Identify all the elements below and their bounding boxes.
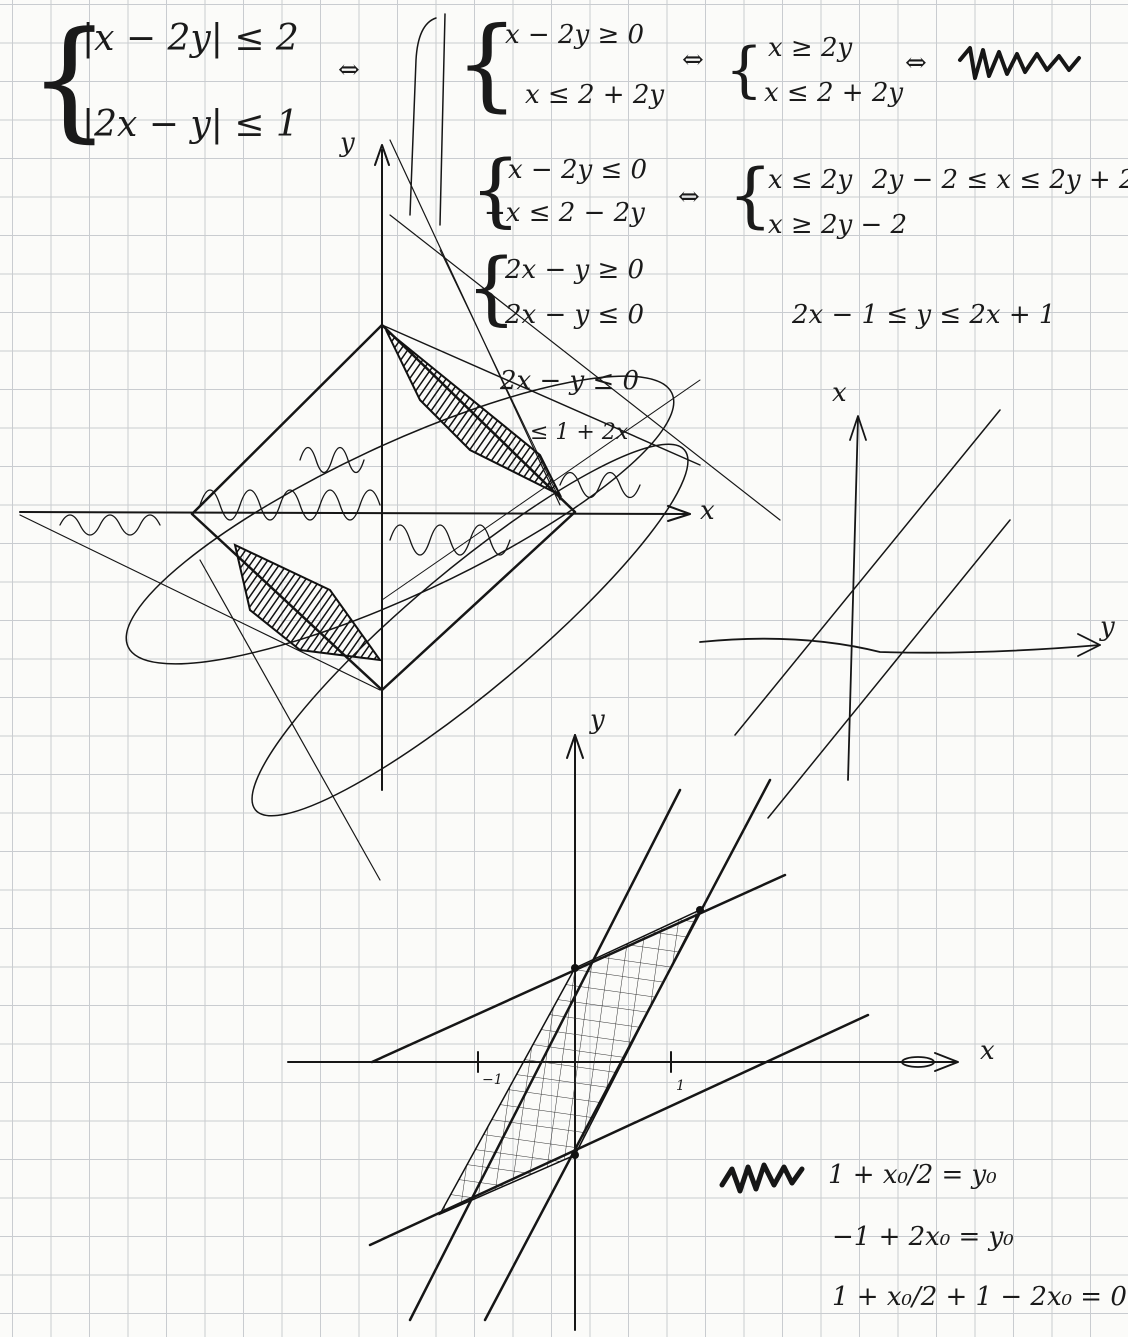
- graph1-ellipse: [251, 443, 689, 817]
- crossed-out-scribble: [719, 1162, 805, 1194]
- graph1-line: [191, 324, 383, 515]
- system-eq1: |x − 2y| ≤ 2: [82, 18, 299, 59]
- graph1-line: [19, 514, 381, 691]
- graph2-line: [734, 409, 1001, 736]
- graph-3: [287, 734, 959, 1331]
- case-c-brace: {: [466, 241, 517, 334]
- graph3-y-label: y: [590, 705, 605, 735]
- case-a-implies-2: ⇔: [905, 48, 927, 78]
- graph1-x-arrow-icon: [667, 505, 691, 522]
- graph3-y-arrow-icon: [566, 734, 584, 759]
- case-a-line1: x − 2y ≥ 0: [505, 20, 645, 50]
- case-c-line2: 2x − y ≤ 0: [505, 300, 645, 330]
- graph3-line-right: [483, 778, 772, 1322]
- system-brace: {: [28, 3, 111, 155]
- graph1-ellipse: [125, 375, 675, 665]
- graph3-scribble: [901, 1056, 935, 1068]
- graph1-scribble: [59, 514, 161, 536]
- graph2-horizontal-axis: [699, 637, 1101, 654]
- case-a-result-brace: {: [725, 35, 764, 105]
- graph1-line: [381, 379, 701, 601]
- equation-3: 1 + x₀/2 + 1 − 2x₀ = 0: [832, 1282, 1127, 1312]
- case-b-implies: ⇔: [678, 182, 700, 212]
- graph3-line-left: [408, 788, 682, 1322]
- graph3-point: [571, 964, 579, 972]
- graph3-x-arrow-icon: [934, 1052, 959, 1072]
- graph2-line: [767, 519, 1011, 819]
- graph2-x-label: x: [832, 378, 847, 408]
- case-b-result-brace: {: [728, 154, 773, 236]
- crossed-out-scribble: [958, 46, 1081, 80]
- graph1-scribble: [199, 489, 381, 521]
- graph2-vertical-arrow-icon: [849, 415, 867, 441]
- graph2-y-label: y: [1100, 612, 1115, 642]
- graph3-point: [696, 906, 704, 914]
- case-b-brace: {: [470, 143, 521, 236]
- equation-1: 1 + x₀/2 = y₀: [828, 1160, 997, 1190]
- graph3-line-lower: [368, 1013, 870, 1247]
- case-a-brace: {: [455, 5, 519, 122]
- graph3-x-label: x: [980, 1036, 995, 1066]
- graph1-x-axis: [19, 511, 691, 515]
- crossed-out-marks: [719, 46, 1081, 1194]
- case-c-line3: 2x − y ≤ 0: [500, 366, 640, 396]
- graph1-shade-lower: [233, 543, 383, 662]
- case-a-line2: x ≤ 2 + 2y: [525, 80, 665, 110]
- graph2-horizontal-arrow-icon: [1077, 633, 1101, 657]
- case-c-line4: ≤ 1 + 2x: [530, 420, 629, 445]
- case-a-result2: x ≤ 2 + 2y: [764, 78, 904, 108]
- graph1-line: [389, 214, 781, 521]
- case-b-line2: −x ≤ 2 − 2y: [484, 198, 645, 228]
- case-c-line1: 2x − y ≥ 0: [505, 255, 645, 285]
- graph1-bracket: [409, 13, 446, 226]
- graph-2: [699, 409, 1101, 819]
- graph1-x-label: x: [700, 496, 715, 526]
- graph-1: [19, 13, 781, 881]
- graph3-tick-neg-label: −1: [482, 1072, 503, 1088]
- graph1-y-arrow-icon: [374, 144, 390, 166]
- graph1-shade-upper: [385, 329, 563, 498]
- graph1-scribble: [559, 471, 641, 499]
- equation-2: −1 + 2x₀ = y₀: [832, 1222, 1014, 1252]
- case-b-result2: x ≥ 2y − 2: [768, 210, 908, 240]
- graph1-line: [199, 559, 381, 881]
- graph3-tick-pos-label: 1: [676, 1078, 685, 1094]
- case-a-implies: ⇔: [682, 45, 704, 75]
- system-eq2: |2x − y| ≤ 1: [82, 104, 299, 145]
- case-a-result1: x ≥ 2y: [768, 33, 853, 63]
- case-b-result1: x ≤ 2y: [768, 165, 853, 195]
- case-b-line1: x − 2y ≤ 0: [508, 155, 648, 185]
- graph3-point: [571, 1151, 579, 1159]
- case-b-combined: 2y − 2 ≤ x ≤ 2y + 2: [872, 165, 1128, 195]
- inequality: 2x − 1 ≤ y ≤ 2x + 1: [792, 300, 1056, 330]
- implies-symbol: ⇔: [338, 55, 360, 85]
- graph1-scribble: [389, 524, 511, 556]
- graph1-y-label: y: [340, 128, 355, 158]
- graph2-vertical-axis: [847, 417, 859, 781]
- graph1-line: [381, 324, 701, 466]
- graph1-scribble: [299, 446, 365, 474]
- graph1-line: [439, 249, 561, 501]
